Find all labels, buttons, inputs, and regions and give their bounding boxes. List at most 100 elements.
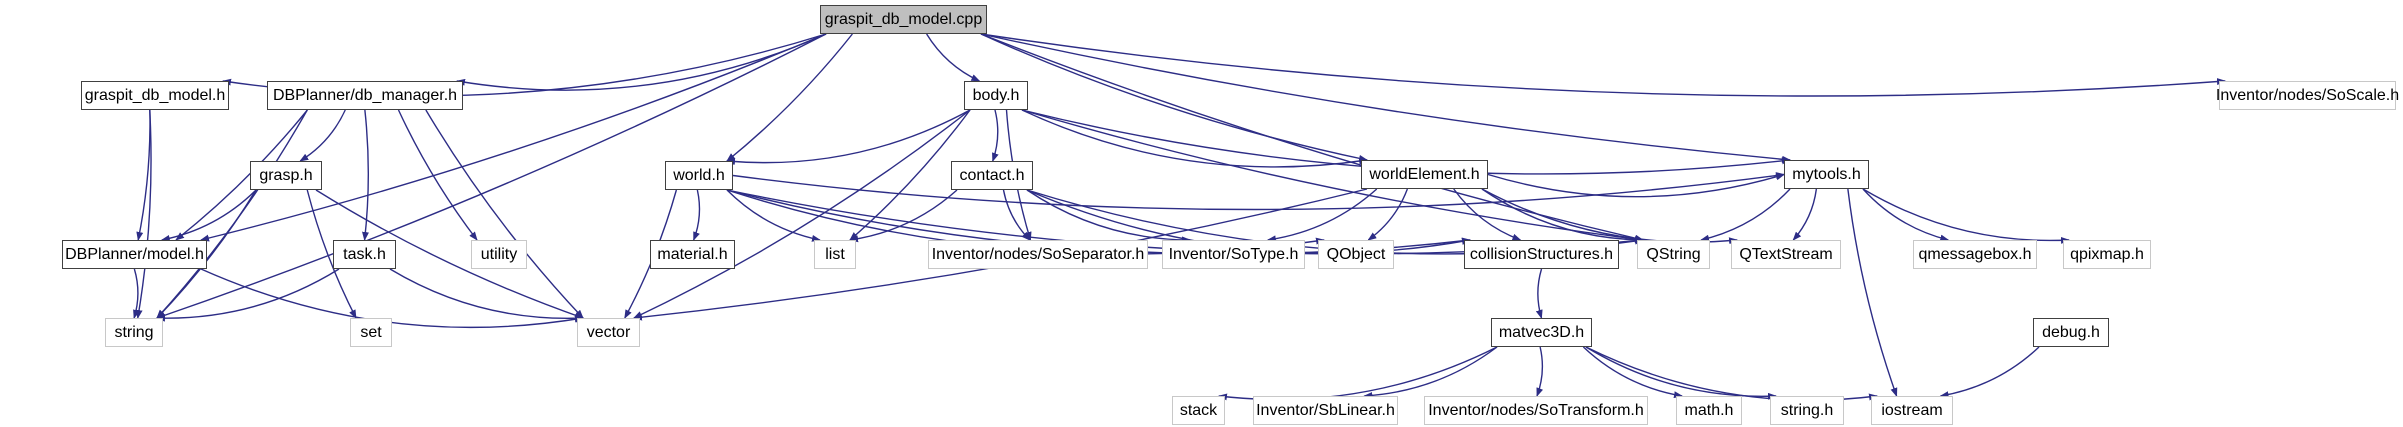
- graph-edge-welem-to-qstring: [1481, 188, 1644, 244]
- graph-node-label: DBPlanner/model.h: [65, 245, 204, 263]
- graph-node-label: graspit_db_model.h: [84, 86, 226, 104]
- graph-node-world[interactable]: world.h: [665, 161, 733, 190]
- graph-node-label: string.h: [1780, 401, 1834, 419]
- graph-edge-welem-to-mytools: [1487, 173, 1785, 198]
- graph-node-dbman[interactable]: DBPlanner/db_manager.h: [267, 81, 463, 110]
- graph-edge-task-to-string: [156, 268, 340, 322]
- graph-edge-mytools-to-qmsg: [1862, 188, 1950, 242]
- graph-node-stack[interactable]: stack: [1172, 396, 1225, 425]
- graph-edge-mytools-to-iostream: [1847, 188, 1898, 397]
- graph-edge-mytools-to-qstring: [1700, 188, 1791, 242]
- graph-edge-body-to-world: [726, 109, 971, 166]
- graph-edge-contact-to-sosep: [1002, 189, 1031, 241]
- graph-edge-task-to-vector: [389, 268, 584, 322]
- graph-node-list[interactable]: list: [814, 240, 856, 269]
- graph-node-label: mytools.h: [1792, 165, 1861, 183]
- graph-edge-mytools-to-qpix: [1862, 188, 2070, 244]
- graph-node-root[interactable]: graspit_db_model.cpp: [820, 5, 987, 34]
- graph-edge-root-to-world: [726, 33, 853, 162]
- graph-edge-root-to-model: [200, 33, 827, 242]
- graph-node-qstring[interactable]: QString: [1637, 240, 1710, 269]
- graph-node-label: QString: [1646, 245, 1701, 263]
- graph-node-soscale[interactable]: Inventor/nodes/SoScale.h: [2215, 81, 2400, 110]
- graph-edge-dbman-to-string: [156, 109, 308, 319]
- graph-node-sotype[interactable]: Inventor/SoType.h: [1162, 240, 1305, 269]
- graph-node-qpix[interactable]: qpixmap.h: [2063, 240, 2151, 269]
- graph-node-string[interactable]: string: [105, 318, 163, 347]
- graph-edge-root-to-string: [156, 33, 827, 319]
- graph-edge-grasp-to-set: [306, 189, 357, 319]
- graph-node-vector[interactable]: vector: [577, 318, 640, 347]
- graph-edge-welem-to-qobject: [1367, 188, 1409, 241]
- graph-edge-gdbmh-to-model: [136, 109, 151, 241]
- graph-edge-grasp-to-vector: [315, 189, 584, 319]
- graph-node-gdbmh[interactable]: graspit_db_model.h: [81, 81, 229, 110]
- graph-edge-grasp-to-string: [156, 189, 257, 319]
- graph-node-welem[interactable]: worldElement.h: [1361, 160, 1488, 189]
- graph-node-label: string: [114, 323, 154, 341]
- graph-node-label: qmessagebox.h: [1918, 245, 2032, 263]
- graph-node-debug[interactable]: debug.h: [2033, 318, 2109, 347]
- graph-node-label: QObject: [1326, 245, 1386, 263]
- graph-node-task[interactable]: task.h: [333, 240, 396, 269]
- graph-edge-model-to-string: [133, 268, 140, 319]
- graph-node-qmsg[interactable]: qmessagebox.h: [1913, 240, 2037, 269]
- graph-edge-body-to-contact: [992, 109, 999, 162]
- graph-edge-root-to-mytools: [980, 33, 1791, 163]
- graph-node-matvec[interactable]: matvec3D.h: [1491, 318, 1592, 347]
- graph-node-label: body.h: [972, 86, 1020, 104]
- graph-edge-debug-to-iostream: [1939, 346, 2040, 399]
- graph-node-sotrans[interactable]: Inventor/nodes/SoTransform.h: [1424, 396, 1648, 425]
- graph-node-label: Inventor/nodes/SoSeparator.h: [931, 245, 1145, 263]
- graph-node-label: math.h: [1684, 401, 1734, 419]
- graph-node-body[interactable]: body.h: [964, 81, 1028, 110]
- graph-edge-world-to-mytools: [732, 172, 1785, 211]
- graph-node-stringh[interactable]: string.h: [1770, 396, 1844, 425]
- graph-edge-dbman-to-grasp: [299, 109, 346, 162]
- graph-node-mathh[interactable]: math.h: [1676, 396, 1742, 425]
- graph-node-label: utility: [480, 245, 518, 263]
- graph-node-mytools[interactable]: mytools.h: [1784, 160, 1869, 189]
- graph-node-sblin[interactable]: Inventor/SbLinear.h: [1253, 396, 1398, 425]
- graph-node-label: Inventor/SoType.h: [1168, 245, 1299, 263]
- graph-edge-matvec-to-mathh: [1582, 346, 1683, 399]
- graph-node-label: Inventor/nodes/SoScale.h: [2215, 86, 2400, 104]
- graph-edge-body-to-qstring: [1021, 109, 1644, 243]
- graph-node-collst[interactable]: collisionStructures.h: [1464, 240, 1619, 269]
- graph-node-model[interactable]: DBPlanner/model.h: [62, 240, 207, 269]
- graph-node-label: set: [360, 323, 382, 341]
- graph-node-grasp[interactable]: grasp.h: [250, 161, 322, 190]
- graph-node-label: contact.h: [959, 166, 1025, 184]
- graph-node-contact[interactable]: contact.h: [951, 161, 1033, 190]
- graph-node-label: material.h: [657, 245, 728, 263]
- graph-node-material[interactable]: material.h: [650, 240, 735, 269]
- graph-edge-matvec-to-iostream: [1585, 346, 1878, 401]
- graph-node-label: worldElement.h: [1369, 165, 1480, 183]
- graph-node-qobject[interactable]: QObject: [1318, 240, 1394, 269]
- graph-edge-root-to-qstring: [980, 33, 1644, 242]
- graph-node-label: Inventor/nodes/SoTransform.h: [1428, 401, 1644, 419]
- graph-edge-welem-to-collst: [1453, 188, 1522, 241]
- graph-node-iostream[interactable]: iostream: [1871, 396, 1953, 425]
- graph-node-label: debug.h: [2042, 323, 2100, 341]
- graph-node-qtext[interactable]: QTextStream: [1731, 240, 1841, 269]
- graph-edge-body-to-welem: [1021, 109, 1368, 168]
- graph-edge-matvec-to-sotrans: [1536, 346, 1544, 397]
- graph-node-utility[interactable]: utility: [471, 240, 527, 269]
- graph-edge-grasp-to-model: [160, 189, 257, 242]
- graph-edge-world-to-list: [726, 189, 821, 242]
- graph-edge-contact-to-list: [849, 189, 958, 243]
- graph-edge-model-to-vector: [200, 268, 584, 329]
- graph-edge-welem-to-qtext: [1481, 188, 1738, 245]
- graph-edge-dbman-to-model: [175, 109, 308, 241]
- graph-edge-body-to-vector: [633, 109, 971, 319]
- graph-node-label: QTextStream: [1739, 245, 1833, 263]
- graph-edge-collst-to-matvec: [1535, 268, 1543, 319]
- graph-node-set[interactable]: set: [350, 318, 392, 347]
- graph-edge-mytools-to-qtext: [1792, 188, 1818, 241]
- graph-node-sosep[interactable]: Inventor/nodes/SoSeparator.h: [928, 240, 1148, 269]
- graph-node-label: qpixmap.h: [2070, 245, 2144, 263]
- graph-edge-root-to-soscale: [980, 33, 2226, 97]
